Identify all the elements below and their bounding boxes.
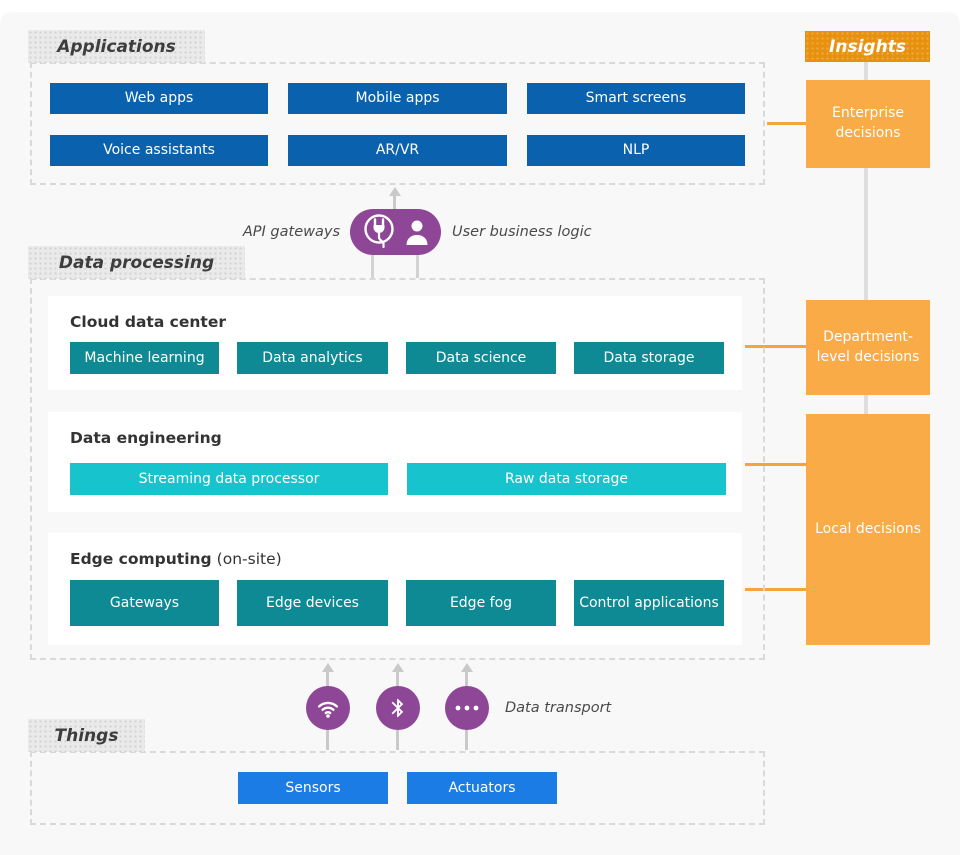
api-gateways-label: API gateways [242,224,340,240]
app-chip-ar-vr[interactable]: AR/VR [288,135,507,166]
applications-section-label: Applications [28,30,205,63]
pill-drop-line-right [416,255,419,278]
bluetooth-transport-node[interactable] [376,686,420,730]
app-chip-smart-screens[interactable]: Smart screens [527,83,745,114]
connector-apps-enterprise [767,122,806,125]
engineering-buttons-row: Streaming data processor Raw data storag… [70,463,726,495]
cloud-data-center-title: Cloud data center [70,313,231,331]
chip-sensors[interactable]: Sensors [238,772,388,804]
wifi-icon [314,694,342,722]
wifi-transport-node[interactable] [306,686,350,730]
app-chip-mobile-apps[interactable]: Mobile apps [288,83,507,114]
edge-computing-title-text: Edge computing [70,550,212,568]
chip-data-science[interactable]: Data science [406,342,556,374]
insights-box-local-decisions[interactable]: Local decisions [806,414,930,645]
chip-data-storage[interactable]: Data storage [574,342,724,374]
user-icon [404,218,430,246]
bluetooth-icon [387,697,409,719]
data-processing-section-label-text: Data processing [58,252,215,273]
local-decisions-text: Local decisions [815,520,921,537]
applications-section-label-text: Applications [57,36,176,57]
cloud-data-center-card: Cloud data center Machine learning Data … [48,296,742,390]
chip-data-analytics[interactable]: Data analytics [237,342,388,374]
app-chip-web-apps[interactable]: Web apps [50,83,268,114]
cloud-data-center-title-text: Cloud data center [70,313,226,331]
edge-computing-card: Edge computing(on-site) Gateways Edge de… [48,533,742,645]
applications-grid: Web apps Mobile apps Smart screens Voice… [50,83,745,166]
app-chip-voice-assistants[interactable]: Voice assistants [50,135,268,166]
connector-edge-local [745,588,806,591]
chip-edge-devices[interactable]: Edge devices [237,580,388,626]
things-section-box [30,751,765,825]
edge-buttons-row: Gateways Edge devices Edge fog Control a… [70,580,724,626]
insights-box-department-decisions[interactable]: Department-level decisions [806,300,930,395]
plug-icon [361,212,397,252]
things-section-label-text: Things [54,725,119,746]
pill-drop-line-left [371,255,374,278]
chip-raw-data-storage[interactable]: Raw data storage [407,463,726,495]
connector-engineering-local [745,463,806,466]
cloud-buttons-row: Machine learning Data analytics Data sci… [70,342,724,374]
chip-streaming-data-processor[interactable]: Streaming data processor [70,463,388,495]
data-engineering-title-text: Data engineering [70,429,222,447]
app-chip-nlp[interactable]: NLP [527,135,745,166]
insights-header-text: Insights [829,36,906,57]
data-engineering-card: Data engineering Streaming data processo… [48,412,742,512]
arrow-up-to-applications [388,187,401,209]
things-section-label: Things [28,719,145,752]
department-decisions-text: Department-level decisions [816,328,920,365]
chip-control-applications[interactable]: Control applications [574,580,724,626]
chip-actuators[interactable]: Actuators [407,772,557,804]
chip-machine-learning[interactable]: Machine learning [70,342,219,374]
enterprise-decisions-text: Enterprise decisions [831,105,905,141]
other-protocols-transport-node[interactable] [445,686,489,730]
data-processing-section-box [30,278,765,660]
user-business-logic-label: User business logic [452,224,592,240]
insights-box-enterprise-decisions[interactable]: Enterprise decisions [806,80,930,168]
connector-cloud-department [745,345,806,348]
applications-section-box [30,62,765,185]
insights-header: Insights [805,31,930,62]
edge-computing-title-suffix: (on-site) [216,550,282,568]
data-engineering-title: Data engineering [70,429,227,447]
ellipsis-icon [454,703,480,713]
api-gateway-pill[interactable] [350,209,441,255]
edge-computing-title: Edge computing(on-site) [70,550,282,568]
chip-edge-fog[interactable]: Edge fog [406,580,556,626]
data-transport-label: Data transport [505,700,612,716]
chip-gateways[interactable]: Gateways [70,580,219,626]
data-processing-section-label: Data processing [28,246,245,279]
